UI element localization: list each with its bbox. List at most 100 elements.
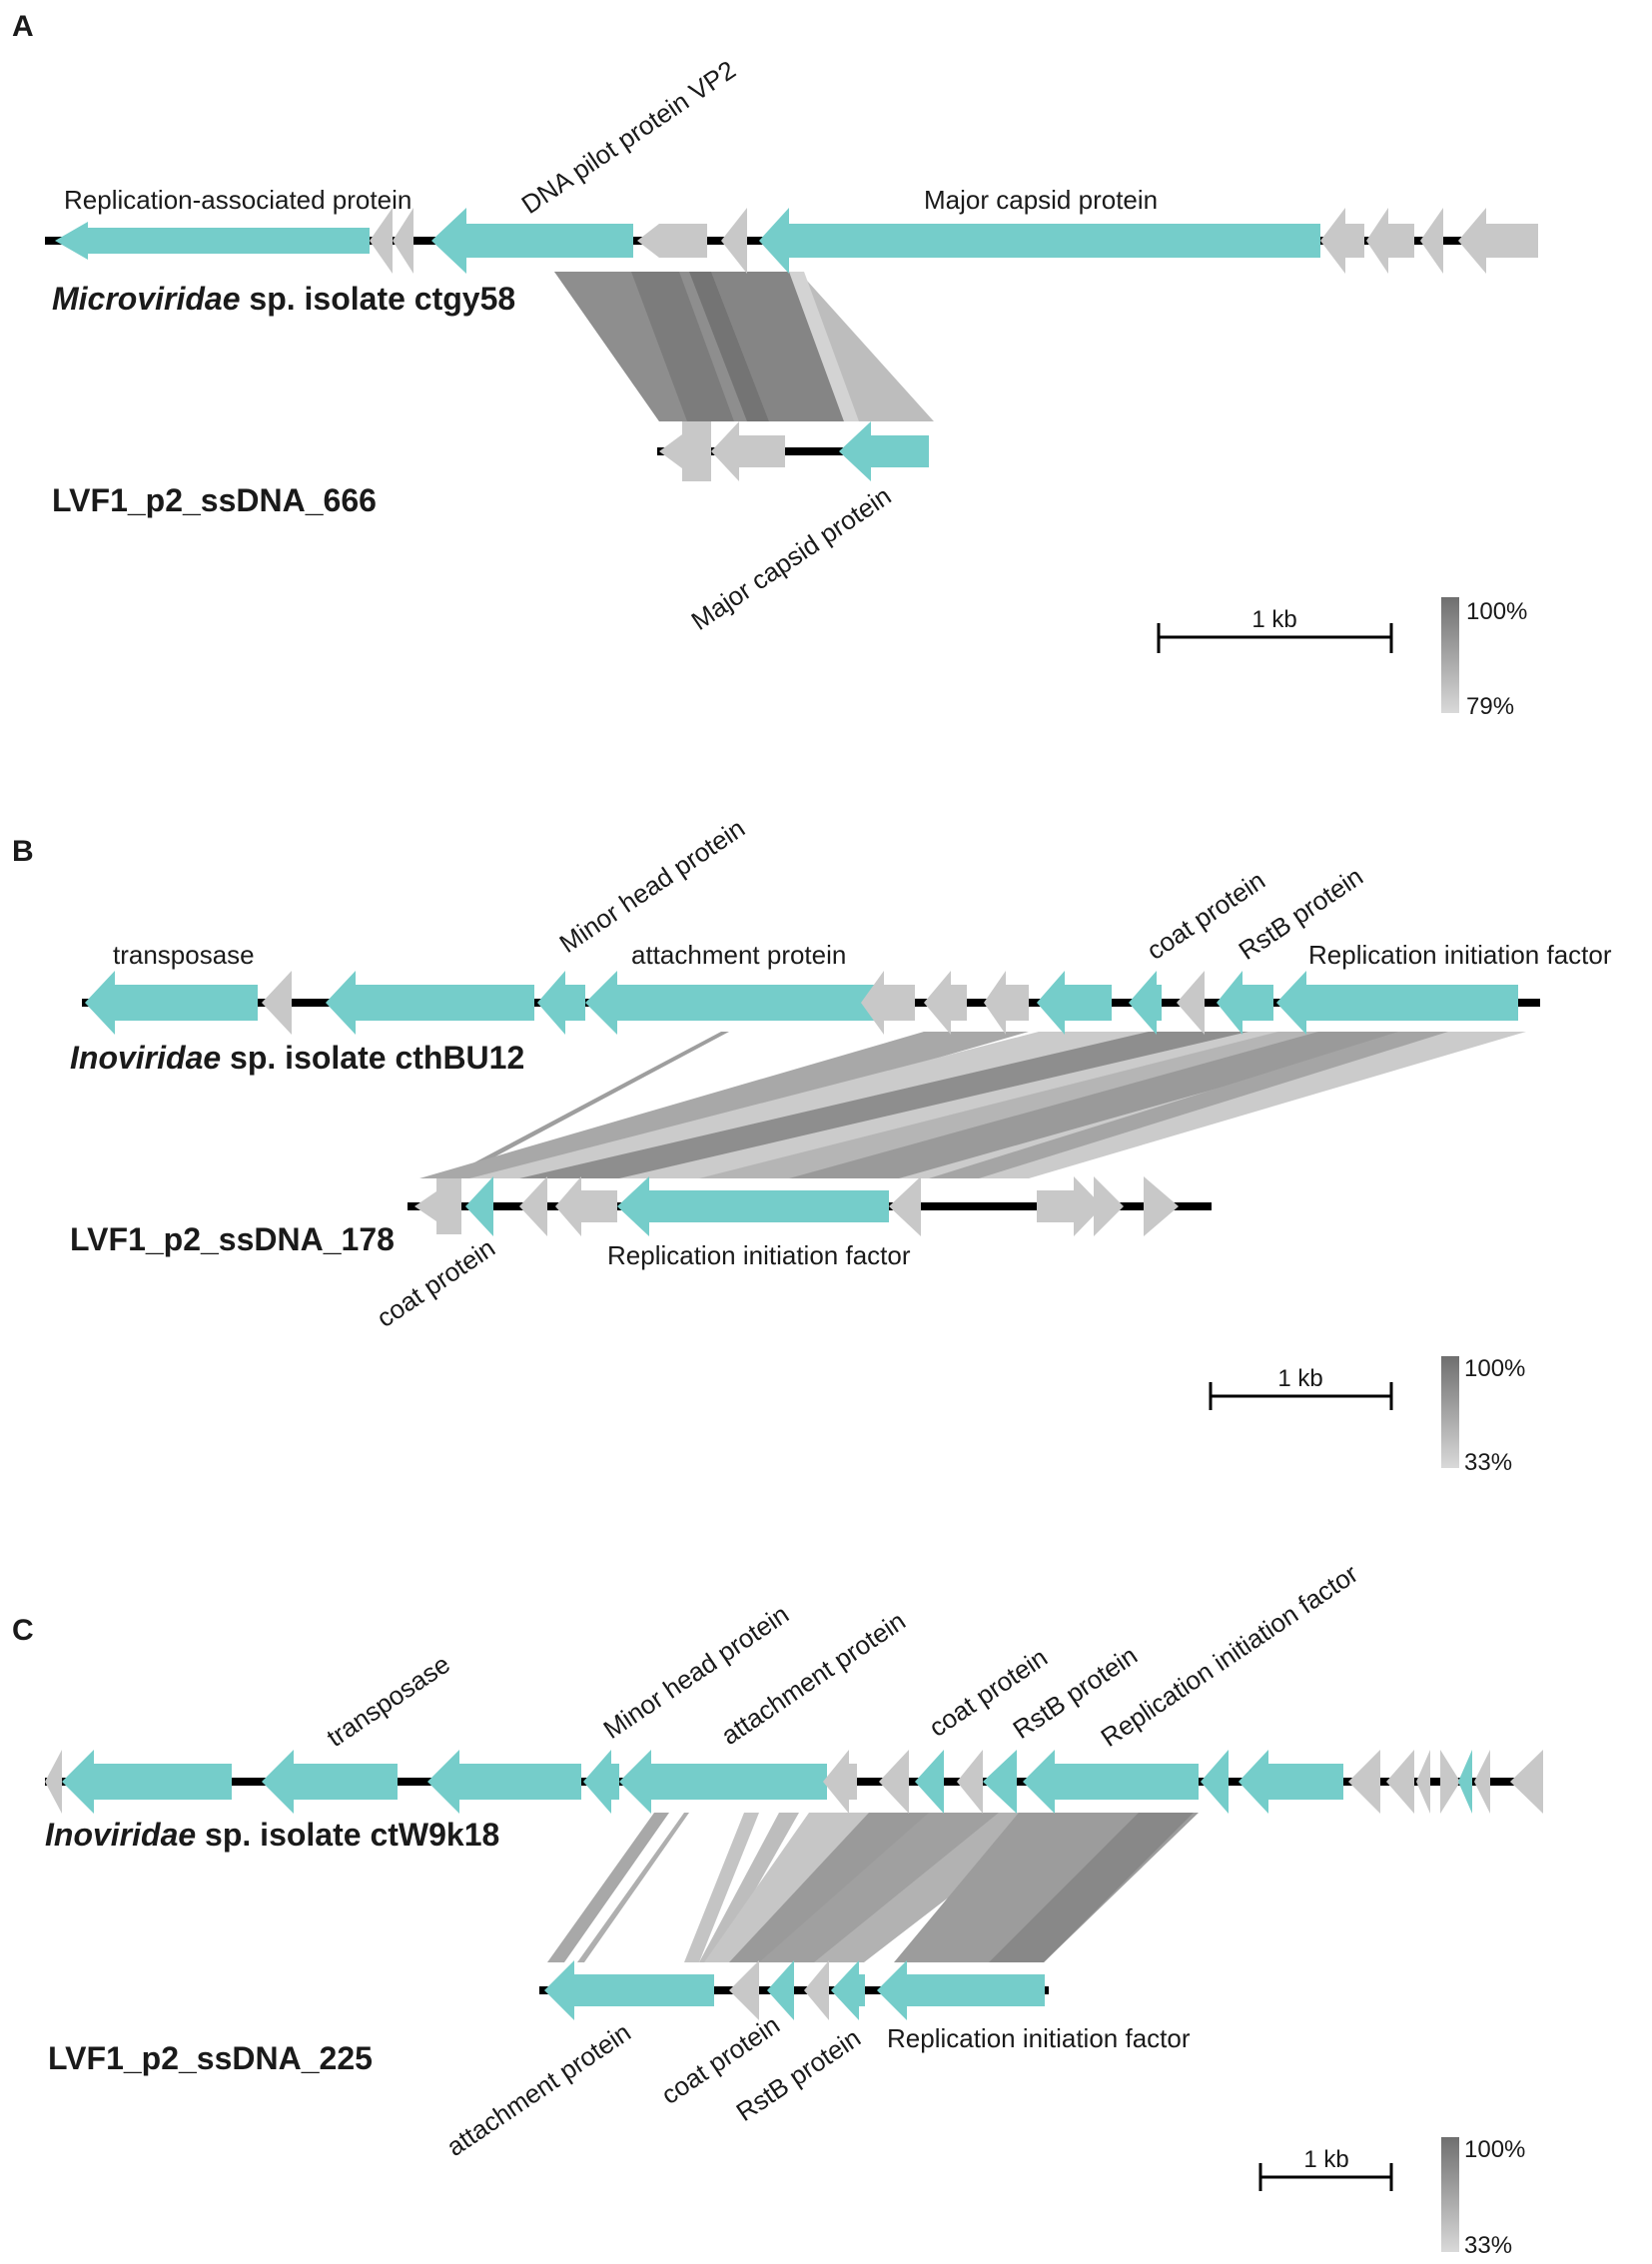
gene-arrow <box>583 1750 619 1814</box>
genome-track-top-a <box>45 208 1538 274</box>
gene-arrow <box>1217 971 1273 1035</box>
gene-arrow <box>637 224 707 258</box>
panel-letter-a: A <box>12 10 34 43</box>
gene-arrow <box>831 1960 865 2020</box>
gene-arrow <box>555 1176 617 1236</box>
gene-arrow <box>1416 1750 1430 1814</box>
gene-arrow <box>983 1750 1017 1814</box>
identity-legend-c: 100% 33% <box>1441 2136 1525 2259</box>
scale-bar-label: 1 kb <box>1303 2146 1348 2173</box>
gene-arrow <box>711 421 785 481</box>
genome-name-top-a: Microviridae sp. isolate ctgy58 <box>52 281 515 317</box>
similarity-link <box>519 1032 1248 1178</box>
gene-arrow <box>1177 971 1205 1035</box>
gene-arrow <box>537 971 585 1035</box>
gene-label: Replication-associated protein <box>64 185 412 215</box>
gene-arrow <box>879 1750 909 1814</box>
gene-label: Minor head protein <box>554 813 751 959</box>
gene-arrow <box>1320 208 1364 274</box>
panel-letter-b: B <box>12 835 34 868</box>
gene-label: Replication initiation factor <box>887 2023 1191 2053</box>
gene-arrow <box>1474 1750 1490 1814</box>
legend-min: 33% <box>1464 1449 1512 1476</box>
scale-bar-label: 1 kb <box>1251 606 1296 633</box>
gene-arrow <box>1239 1750 1343 1814</box>
gene-arrow <box>924 971 967 1035</box>
gene-label: Replication initiation factor <box>607 1240 911 1270</box>
gene-arrow <box>370 208 393 274</box>
gene-arrow <box>262 1750 398 1814</box>
legend-min: 33% <box>1464 2232 1512 2259</box>
genome-name-bottom-c: LVF1_p2_ssDNA_225 <box>48 2040 373 2076</box>
gene-arrow <box>915 1750 944 1814</box>
panel-c: C <box>12 1558 1543 2259</box>
genome-track-top-c <box>45 1750 1543 1814</box>
legend-min: 79% <box>1466 693 1514 720</box>
gene-arrow <box>544 1960 714 2020</box>
similarity-link <box>631 272 734 421</box>
similarity-link <box>929 1032 1448 1178</box>
gene-arrow <box>619 1750 827 1814</box>
scale-bar-b: 1 kb <box>1209 1365 1393 1410</box>
gene-arrow <box>1023 1750 1199 1814</box>
gene-arrow <box>519 1176 547 1236</box>
genome-name-bottom-b: LVF1_p2_ssDNA_178 <box>70 1221 395 1257</box>
gene-arrow <box>823 1750 857 1814</box>
gene-arrow <box>262 971 292 1035</box>
gene-arrow <box>1144 1176 1179 1236</box>
similarity-link <box>989 1813 1194 1962</box>
similarity-link <box>689 272 769 421</box>
gene-arrow <box>1440 1750 1460 1814</box>
similarity-links-a <box>554 272 934 421</box>
identity-legend-a: 100% 79% <box>1441 597 1527 720</box>
gene-arrow <box>427 1750 581 1814</box>
gene-label: attachment protein <box>441 2017 636 2162</box>
gene-arrow <box>1366 208 1414 274</box>
gene-arrow <box>957 1750 983 1814</box>
gene-arrow <box>889 1176 921 1236</box>
gene-label: Major capsid protein <box>686 480 897 636</box>
similarity-link <box>789 1032 1418 1178</box>
gene-arrow <box>1276 971 1518 1035</box>
similarity-link <box>699 1813 799 1962</box>
gene-arrow <box>877 1960 1045 2020</box>
gene-arrow <box>414 1178 461 1234</box>
genome-name-bottom-a: LVF1_p2_ssDNA_666 <box>52 482 377 518</box>
gene-arrow <box>1386 1750 1414 1814</box>
panel-b: B transposase <box>12 813 1612 1476</box>
gene-arrow <box>393 208 413 274</box>
gene-arrow <box>839 421 929 481</box>
gene-arrow <box>861 971 915 1035</box>
gene-arrow <box>85 971 258 1035</box>
gene-arrow <box>617 1176 889 1236</box>
gene-arrow <box>1458 1750 1472 1814</box>
identity-gradient <box>1441 597 1459 713</box>
gene-arrow <box>1201 1750 1229 1814</box>
gene-arrow <box>767 1960 794 2020</box>
similarity-link <box>789 272 859 421</box>
gene-arrow <box>659 421 711 481</box>
genome-track-bottom-a <box>657 421 929 481</box>
gene-arrow <box>62 1750 232 1814</box>
gene-arrow <box>729 1960 759 2020</box>
genome-track-bottom-c <box>539 1960 1049 2020</box>
scale-bar-a: 1 kb <box>1157 606 1393 653</box>
scale-bar-label: 1 kb <box>1277 1365 1322 1392</box>
similarity-link <box>711 272 844 421</box>
gene-label: Major capsid protein <box>924 185 1158 215</box>
gene-arrow <box>721 208 747 274</box>
similarity-link <box>444 1032 729 1178</box>
gene-label: DNA pilot protein VP2 <box>516 54 741 219</box>
identity-legend-b: 100% 33% <box>1441 1355 1525 1476</box>
gene-arrow <box>1420 208 1443 274</box>
legend-max: 100% <box>1466 598 1527 625</box>
gene-label: transposase <box>113 940 255 970</box>
gene-arrow <box>1129 971 1162 1035</box>
genome-name-top-c: Inoviridae sp. isolate ctW9k18 <box>45 1817 499 1853</box>
similarity-links-b <box>419 1032 1526 1178</box>
gene-arrow <box>984 971 1029 1035</box>
gene-label: attachment protein <box>631 940 846 970</box>
gene-arrow <box>1458 208 1538 274</box>
similarity-link <box>684 1813 759 1962</box>
